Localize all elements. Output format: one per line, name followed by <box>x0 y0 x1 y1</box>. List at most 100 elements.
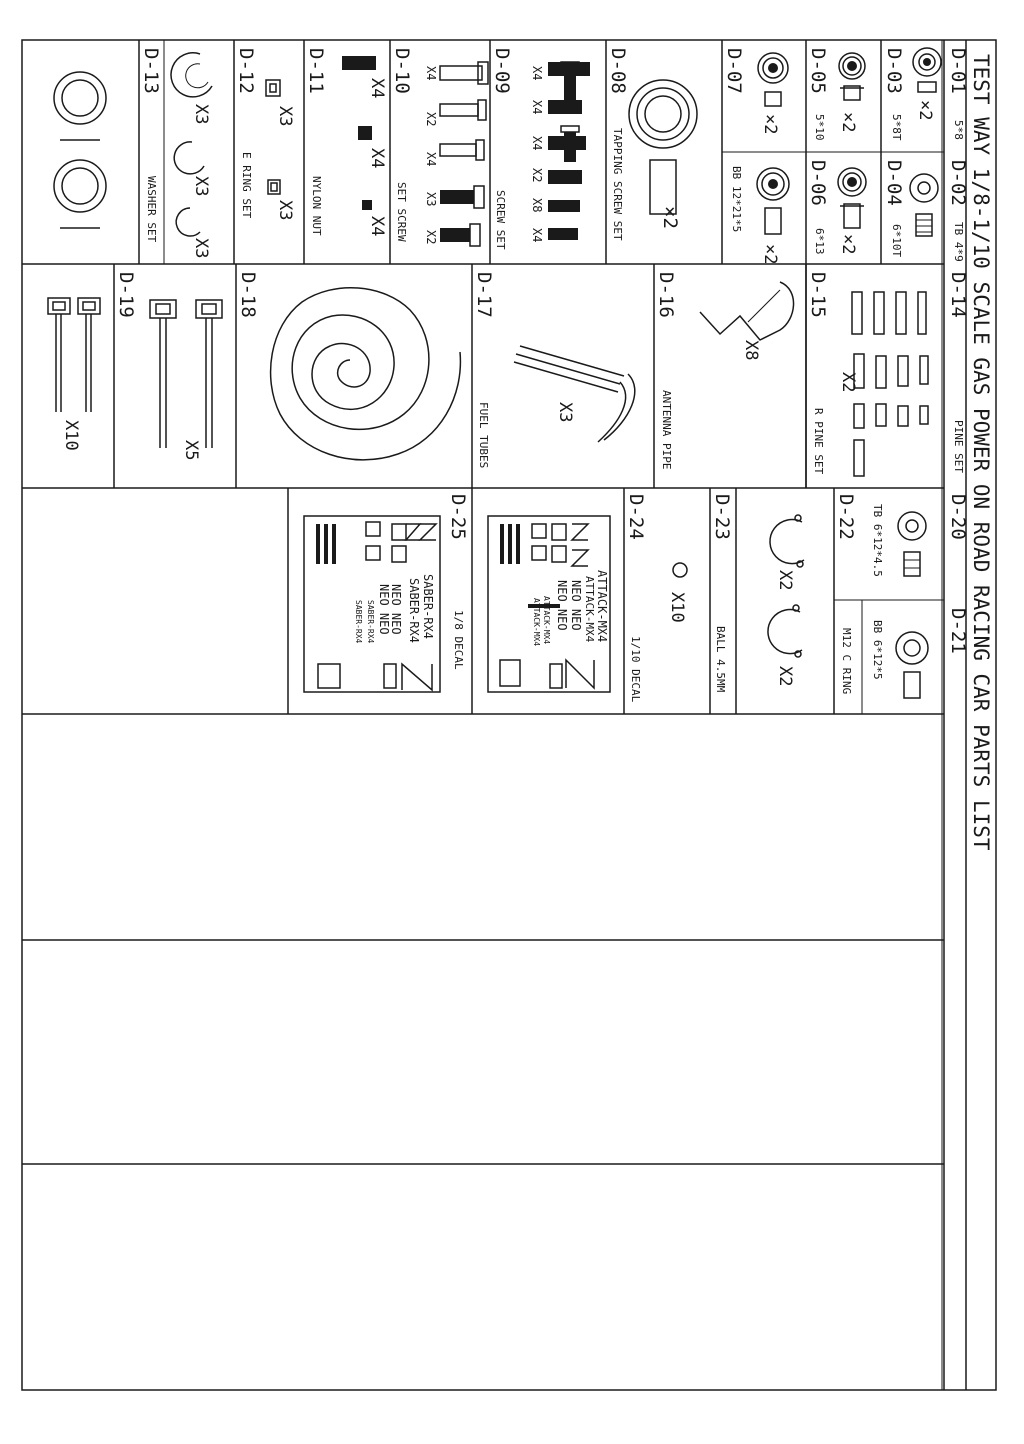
d13-qty-3: X3 <box>191 238 211 258</box>
d19-code: D-19 <box>115 272 137 318</box>
d19-qty: X10 <box>61 420 81 451</box>
d17-name: FUEL TUBES <box>477 402 490 468</box>
d10-qty-3: X4 <box>424 152 438 166</box>
d15-qty: X8 <box>741 340 761 360</box>
row3-grid <box>287 488 944 714</box>
d05-size: 5*10 <box>813 114 826 141</box>
d18-tie-icons <box>149 299 223 448</box>
d25-line-5: SABER-RX4 <box>366 600 375 644</box>
d24-line-2: ATTACK-MX4 <box>583 576 596 643</box>
d13-qty-2: X3 <box>191 176 211 196</box>
d04-qty: ×2 <box>838 234 858 254</box>
d25-line-1: SABER-RX4 <box>421 574 435 639</box>
d22-code: D-22 <box>835 494 857 540</box>
d02-code: D-02 <box>947 160 969 206</box>
d02-size: TB 4*9 <box>952 222 965 262</box>
d11-qty-2: X4 <box>367 148 387 168</box>
d25-line-3: NEO NEO <box>389 584 403 635</box>
d09-qty-2: X4 <box>530 100 544 114</box>
d09-qty-6: X4 <box>530 228 544 242</box>
d06-size: 6*13 <box>813 228 826 255</box>
row1-grid <box>138 40 944 264</box>
d22-c-ring-icons <box>767 514 805 658</box>
d01-qty: ×2 <box>915 100 935 120</box>
d24-code: D-24 <box>625 494 647 540</box>
d10-code: D-10 <box>391 48 413 94</box>
sheet-title: TEST WAY 1/8-1/10 SCALE GAS POWER ON ROA… <box>969 54 993 851</box>
d25-decal-sheet <box>303 515 441 693</box>
d07-large-bearing-icon <box>628 79 698 215</box>
d06-bearing-icon <box>756 167 790 235</box>
d02-bearing-icon <box>909 173 939 237</box>
d04-size: 6*10T <box>890 224 903 257</box>
d09-name: SCREW SET <box>494 190 507 250</box>
d20-size: TB 6*12*4.5 <box>871 504 884 577</box>
d06-code: D-06 <box>807 160 829 206</box>
d23-name: BALL 4.5MM <box>714 626 727 693</box>
d07-size: BB 12*21*5 <box>730 166 743 232</box>
d16-code: D-16 <box>655 272 677 318</box>
d12-name: E RING SET <box>240 152 253 219</box>
d10-screw-icons <box>439 61 489 247</box>
d10-name: SET SCREW <box>395 182 408 242</box>
d24-decal-graphics <box>499 523 595 690</box>
d13-e-ring-icons <box>170 52 213 237</box>
d17-code: D-17 <box>473 272 495 318</box>
outer-frame <box>21 39 997 1391</box>
d21-code: D-21 <box>947 608 969 654</box>
d03-flanged-bearing-icon <box>838 52 866 101</box>
d13-washer-icons <box>53 71 107 229</box>
d01-bearing-icon <box>912 47 942 93</box>
d20-bearing-icon <box>897 511 927 577</box>
d14-code: D-14 <box>947 272 969 318</box>
d10-qty-5: X2 <box>424 230 438 244</box>
d19-tie-icons <box>47 297 101 412</box>
d01-size: 5*8 <box>952 120 965 140</box>
d25-decal-graphics <box>317 521 438 692</box>
d22-qty-2: X2 <box>775 666 795 686</box>
d07-qty: ×2 <box>659 206 681 229</box>
d25-line-2: SABER-RX4 <box>407 578 421 643</box>
d03-qty: ×2 <box>838 112 858 132</box>
d11-nut-icons <box>342 56 376 210</box>
d24-small-print <box>500 524 520 564</box>
d17-coil-icon <box>269 287 462 461</box>
d09-qty-3: X4 <box>530 136 544 150</box>
d10-qty-1: X4 <box>424 66 438 80</box>
d08-name: TAPPING SCREW SET <box>611 128 624 241</box>
d21-size: BB 6*12*5 <box>871 620 884 680</box>
d21-bearing-icon <box>895 631 929 699</box>
d11-qty-1: X4 <box>367 78 387 98</box>
d04-flanged-bearing-icon <box>837 167 867 229</box>
d12-qty-1: X3 <box>275 106 295 126</box>
row2-grid <box>113 264 807 488</box>
d25-line-4: NEO NEO <box>377 584 391 635</box>
d25-line-6: SABER-RX4 <box>354 600 363 644</box>
d05-qty: ×2 <box>760 114 780 134</box>
d01-code: D-01 <box>947 48 969 94</box>
d12-code: D-12 <box>235 48 257 94</box>
d14-name: PINE SET <box>952 420 965 473</box>
d25-name: 1/8 DECAL <box>452 610 465 670</box>
d09-code: D-09 <box>491 48 513 94</box>
d13-code: D-13 <box>140 48 162 94</box>
d24-line-1: ATTACK-MX4 <box>595 570 609 642</box>
d06-qty: ×2 <box>760 244 780 264</box>
d18-code: D-18 <box>237 272 259 318</box>
d05-bearing-icon <box>757 52 789 107</box>
d16-qty: X3 <box>555 402 575 422</box>
d10-qty-2: X2 <box>424 112 438 126</box>
d22-qty-1: X2 <box>775 570 795 590</box>
d24-line-3: NEO NEO <box>569 580 583 631</box>
d08-code: D-08 <box>607 48 629 94</box>
d15-r-pin-icon <box>699 281 795 341</box>
d07-code: D-07 <box>723 48 745 94</box>
d16-fuel-tube-icon <box>513 345 636 443</box>
d20-code: D-20 <box>947 494 969 540</box>
d23-code: D-23 <box>711 494 733 540</box>
d15-code: D-15 <box>807 272 829 318</box>
d04-code: D-04 <box>883 160 905 206</box>
d22-name: M12 C RING <box>840 628 853 694</box>
d13-name: WASHER SET <box>145 176 158 243</box>
